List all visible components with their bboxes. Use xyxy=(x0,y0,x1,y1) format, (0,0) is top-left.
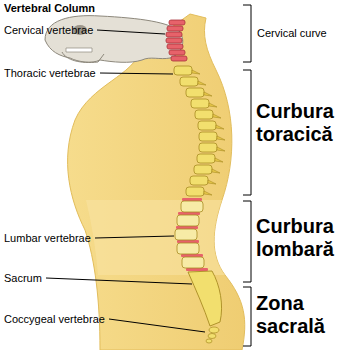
leader-line xyxy=(95,236,174,238)
cervical-vertebrae xyxy=(166,20,187,61)
bracket xyxy=(243,287,251,346)
coccyx xyxy=(206,327,219,343)
bracket xyxy=(243,201,251,282)
diagram-title: Vertebral Column xyxy=(4,2,95,15)
leader-line xyxy=(97,30,165,34)
leader-line xyxy=(100,73,173,74)
part-label: Cervical vertebrae xyxy=(4,24,93,37)
region-label: Curbura toracică xyxy=(256,100,346,146)
part-label: Coccygeal vertebrae xyxy=(4,313,105,326)
part-label: Thoracic vertebrae xyxy=(4,67,96,80)
jaw xyxy=(62,52,104,63)
part-label: Lumbar vertebrae xyxy=(4,232,91,245)
skull xyxy=(45,16,183,63)
teeth xyxy=(66,48,92,52)
part-label: Sacrum xyxy=(4,272,42,285)
part-label: Cervical curve xyxy=(257,27,327,40)
region-label: Zona sacrală xyxy=(256,292,346,338)
region-brackets xyxy=(243,5,251,346)
intervertebral-discs xyxy=(176,198,208,271)
bracket xyxy=(243,70,251,195)
leader-line xyxy=(46,278,192,284)
thoracic-vertebrae xyxy=(174,66,217,196)
bracket xyxy=(243,5,251,62)
sacrum xyxy=(188,271,222,326)
lower-body-band xyxy=(86,200,225,275)
region-label: Curbura lombară xyxy=(256,215,346,261)
leader-line xyxy=(109,319,205,332)
spinous-processes xyxy=(192,70,225,195)
lumbar-vertebrae xyxy=(175,201,204,268)
body-silhouette xyxy=(68,14,245,350)
